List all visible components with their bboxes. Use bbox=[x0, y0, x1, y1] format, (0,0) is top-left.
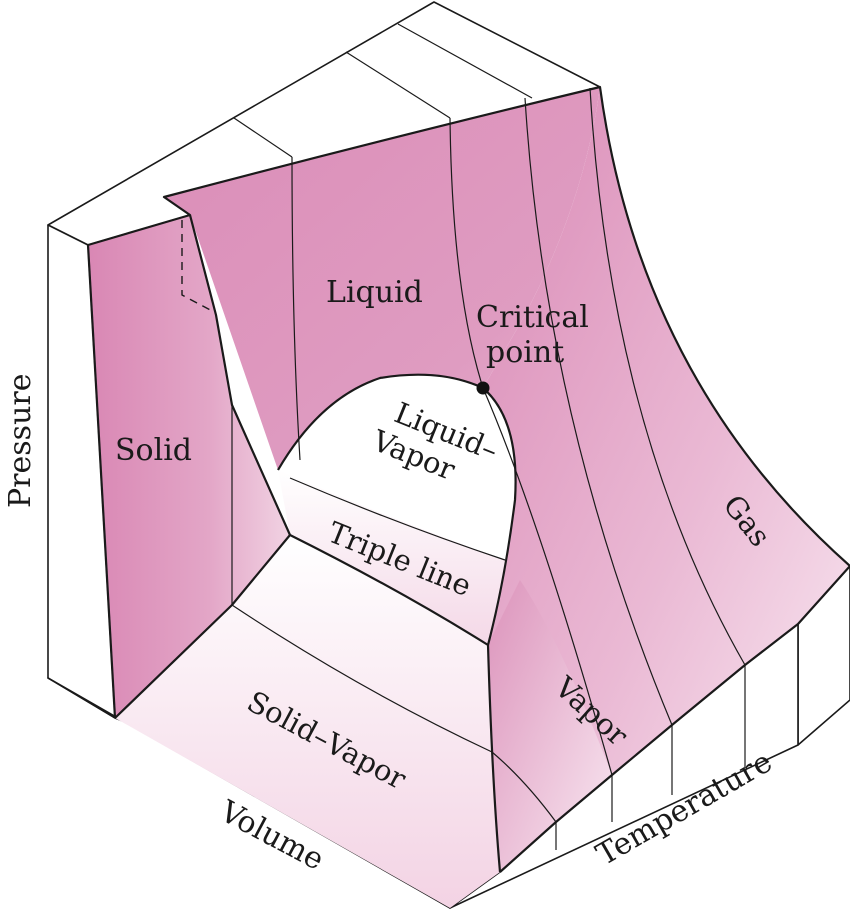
isotherm bbox=[289, 477, 506, 561]
isotherm bbox=[231, 604, 493, 753]
isotherm bbox=[449, 117, 484, 389]
label-critical-point-2: point bbox=[486, 335, 564, 370]
liquid-region bbox=[164, 87, 600, 470]
label-critical-point-1: Critical bbox=[476, 300, 589, 335]
top-grid-line bbox=[397, 23, 533, 99]
dashed-line bbox=[181, 220, 215, 313]
solid-vapor-region bbox=[115, 535, 500, 908]
isotherm bbox=[491, 751, 557, 823]
isotherm bbox=[524, 97, 673, 726]
top-grid-line bbox=[345, 51, 451, 119]
vapor-region bbox=[488, 580, 612, 872]
gas-region bbox=[483, 87, 850, 872]
solid-region bbox=[88, 215, 290, 718]
critical-point-marker bbox=[476, 381, 490, 395]
isotherm bbox=[482, 387, 613, 776]
label-liquid: Liquid bbox=[326, 275, 423, 310]
isotherm bbox=[589, 87, 746, 666]
isotherm bbox=[291, 156, 301, 461]
label-solid: Solid bbox=[115, 433, 192, 468]
triple-band bbox=[278, 470, 505, 645]
axis-label-pressure: Pressure bbox=[3, 374, 38, 509]
top-grid-line bbox=[233, 117, 293, 158]
